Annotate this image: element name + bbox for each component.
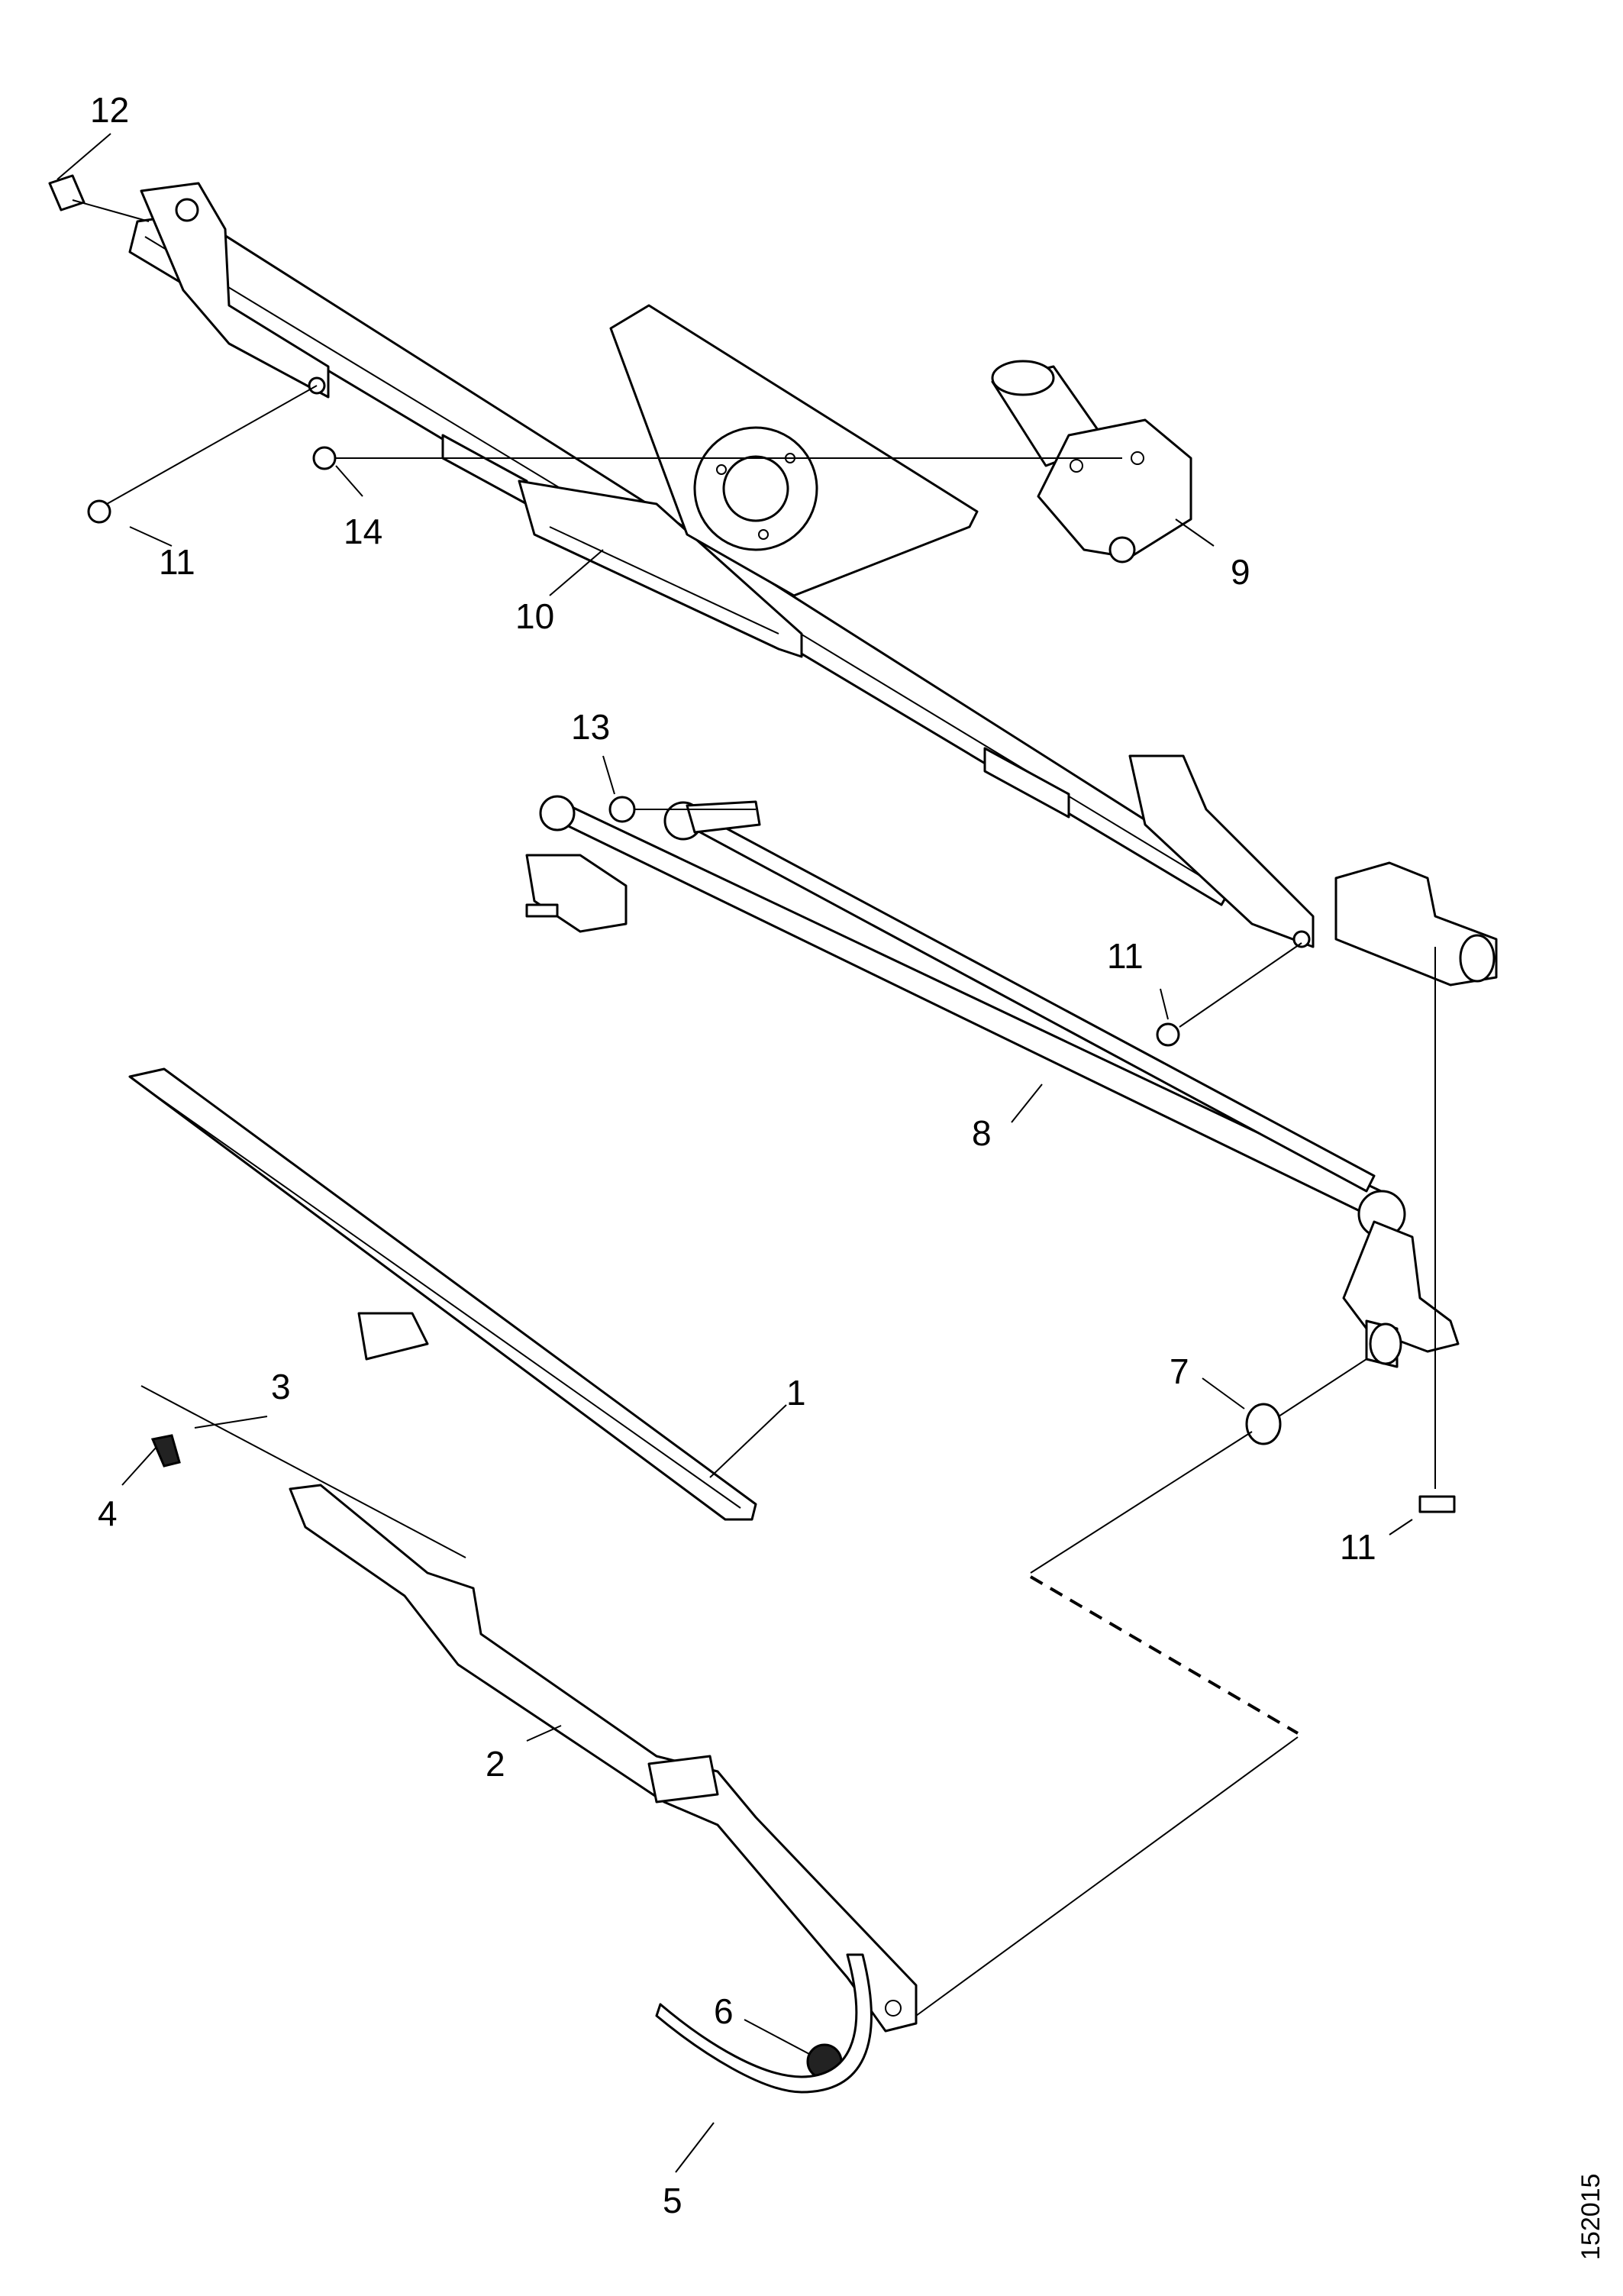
callout-7: 7 — [1170, 1351, 1189, 1391]
callout-14: 14 — [344, 512, 382, 551]
callout-leaders — [56, 133, 1413, 2173]
callout-11-upper-left: 11 — [159, 542, 195, 582]
figure-number: 152015 — [1576, 2174, 1605, 2260]
callout-10: 10 — [515, 596, 554, 636]
linkage-rods — [525, 795, 1460, 1368]
callout-3: 3 — [271, 1367, 291, 1406]
wiper-arm — [289, 1484, 918, 2033]
assembly-lines — [72, 199, 1436, 2017]
wiper-frame — [128, 182, 1498, 987]
callout-11-lower-right: 11 — [1340, 1527, 1376, 1567]
callout-13: 13 — [571, 707, 610, 747]
callout-5: 5 — [663, 2181, 682, 2220]
wiper-insert — [140, 1385, 466, 1558]
callout-1: 1 — [786, 1373, 806, 1413]
callout-labels: 1 2 3 4 5 6 7 8 9 10 11 11 11 12 13 14 — [90, 90, 1376, 2220]
washer-hose — [655, 1953, 873, 2094]
wiper-blade — [128, 1067, 757, 1521]
wiper-motor — [991, 360, 1192, 564]
callout-2: 2 — [486, 1744, 505, 1784]
callout-4: 4 — [98, 1494, 118, 1533]
callout-11-right: 11 — [1107, 936, 1144, 976]
callout-12: 12 — [90, 90, 129, 130]
callout-9: 9 — [1231, 552, 1250, 592]
callout-6: 6 — [714, 1991, 734, 2031]
callout-8: 8 — [972, 1113, 992, 1153]
